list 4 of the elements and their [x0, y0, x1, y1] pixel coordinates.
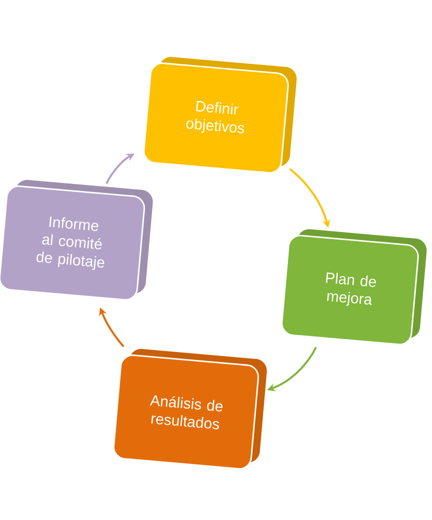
process-box: Informe al comité de pilotaje [0, 180, 153, 301]
process-box: Plan de mejora [281, 229, 427, 346]
process-box: Definir objetivos [143, 56, 297, 174]
process-box: Análisis de resultados [113, 348, 267, 470]
